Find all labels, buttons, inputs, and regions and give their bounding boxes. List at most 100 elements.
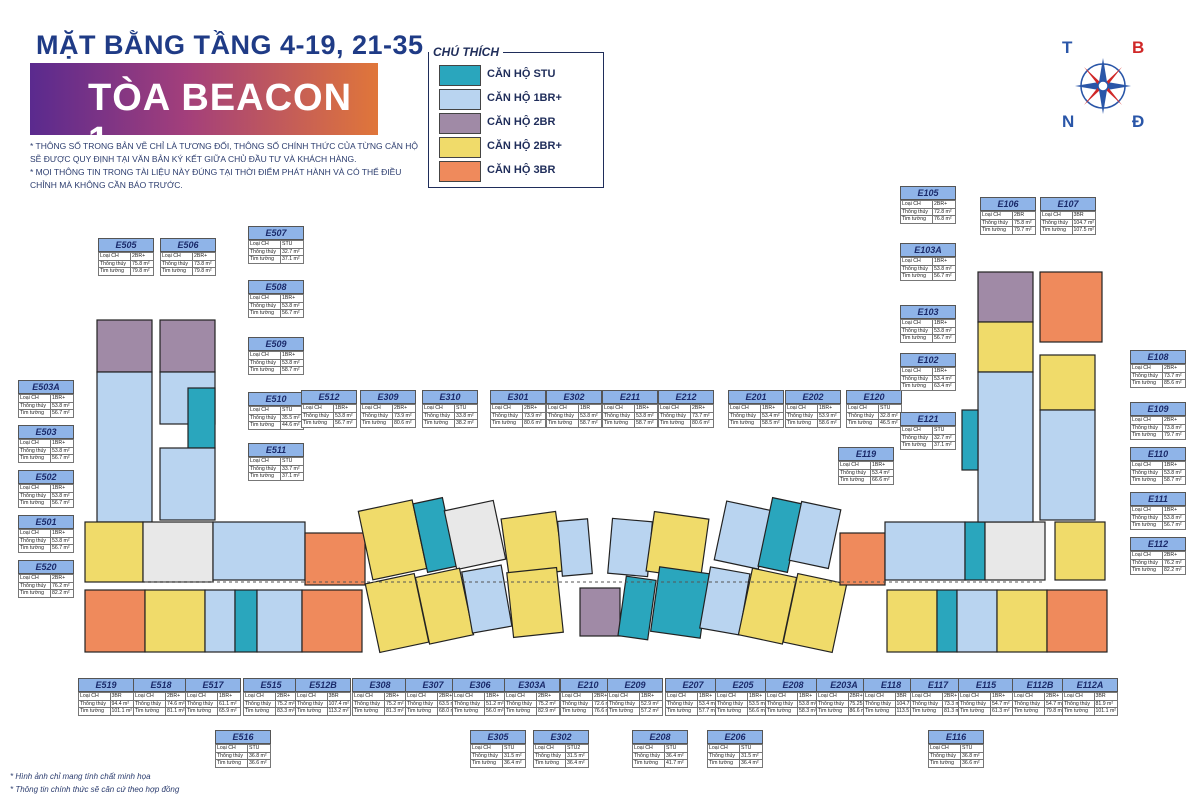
label-area: Thông thủy [133,699,166,708]
label-wall: Tim tường [1130,379,1163,388]
plan-unit-e116 [956,589,998,653]
label-type: Loại CH [546,404,579,413]
unit-area: 53.8 m² [578,411,602,420]
unit-area: 31.5 m² [502,751,526,760]
unit-wall: 58.7 m² [578,419,602,428]
label-type: Loại CH [18,394,51,403]
label-wall: Tim tường [248,309,281,318]
unit-id: E120 [846,390,902,404]
unit-type: STU [664,744,688,753]
label-wall: Tim tường [1130,431,1163,440]
label-type: Loại CH [1130,364,1163,373]
footnote-2: * Thông tin chính thức sẽ căn cứ theo hợ… [10,785,180,794]
plan-unit-e212 [645,510,710,580]
plan-unit-e302 [556,518,593,577]
label-area: Thông thủy [18,581,51,590]
label-area: Thông thủy [301,411,334,420]
unit-id: E515 [243,678,299,692]
label-area: Thông thủy [900,264,933,273]
legend-swatch-1br [439,89,481,110]
unit-area: 107.4 m² [326,699,352,708]
label-area: Thông thủy [785,411,818,420]
page-title: MẶT BẰNG TẦNG 4-19, 21-35 [36,30,424,60]
compass-star-icon [1075,58,1131,114]
unit-area: 36.8 m² [247,751,271,760]
label-wall: Tim tường [958,707,991,716]
unit-id: E103A [900,243,956,257]
unit-wall: 58.6 m² [817,419,841,428]
legend-label: CĂN HỘ 2BR [487,116,556,128]
label-type: Loại CH [900,319,933,328]
unit-id: E211 [602,390,658,404]
unit-wall: 58.7 m² [634,419,658,428]
unit-type: STU [739,744,763,753]
unit-type: 2BR+ [392,404,416,413]
disclaimer-notes: * THÔNG SỐ TRONG BẢN VẼ CHỈ LÀ TƯƠNG ĐỐI… [30,140,420,192]
label-wall: Tim tường [18,499,51,508]
label-wall: Tim tường [900,382,933,391]
label-type: Loại CH [98,252,131,261]
unit-id: E112 [1130,537,1186,551]
label-type: Loại CH [18,439,51,448]
legend-item-stu: CĂN HỘ STU [439,65,597,86]
unit-type: 3BR [109,692,135,701]
label-wall: Tim tường [728,419,761,428]
label-area: Thông thủy [1130,371,1163,380]
label-wall: Tim tường [248,255,281,264]
label-wall: Tim tường [301,419,334,428]
unit-area: 72.8 m² [932,207,956,216]
unit-wall: 85.6 m² [1162,379,1186,388]
unit-area: 75.2 m² [536,699,560,708]
plan-unit-e112 [1054,521,1106,581]
label-area: Thông thủy [470,751,503,760]
unit-id: E307 [405,678,461,692]
label-type: Loại CH [248,406,281,415]
label-area: Thông thủy [18,491,51,500]
note-2: * MỌI THÔNG TIN TRONG TÀI LIỆU NÀY ĐÚNG … [30,167,402,190]
unit-area: 73.9 m² [392,411,416,420]
label-area: Thông thủy [452,699,485,708]
unit-area: 104.7 m² [1071,218,1097,227]
label-wall: Tim tường [816,707,849,716]
unit-type: 2BR+ [522,404,546,413]
unit-area: 31.5 m² [739,751,763,760]
label-area: Thông thủy [765,699,798,708]
unit-wall: 79.7 m² [1012,226,1036,235]
unit-wall: 58.5 m² [760,419,784,428]
label-area: Thông thủy [602,411,635,420]
unit-wall: 66.6 m² [870,476,894,485]
unit-area: 73.7 m² [690,411,714,420]
label-type: Loại CH [658,404,691,413]
unit-type: 1BR+ [50,439,74,448]
unit-area: 73.8 m² [1162,423,1186,432]
label-area: Thông thủy [838,468,871,477]
label-type: Loại CH [1130,506,1163,515]
unit-id: E508 [248,280,304,294]
label-type: Loại CH [1040,211,1073,220]
unit-type: 3BR [1093,692,1119,701]
